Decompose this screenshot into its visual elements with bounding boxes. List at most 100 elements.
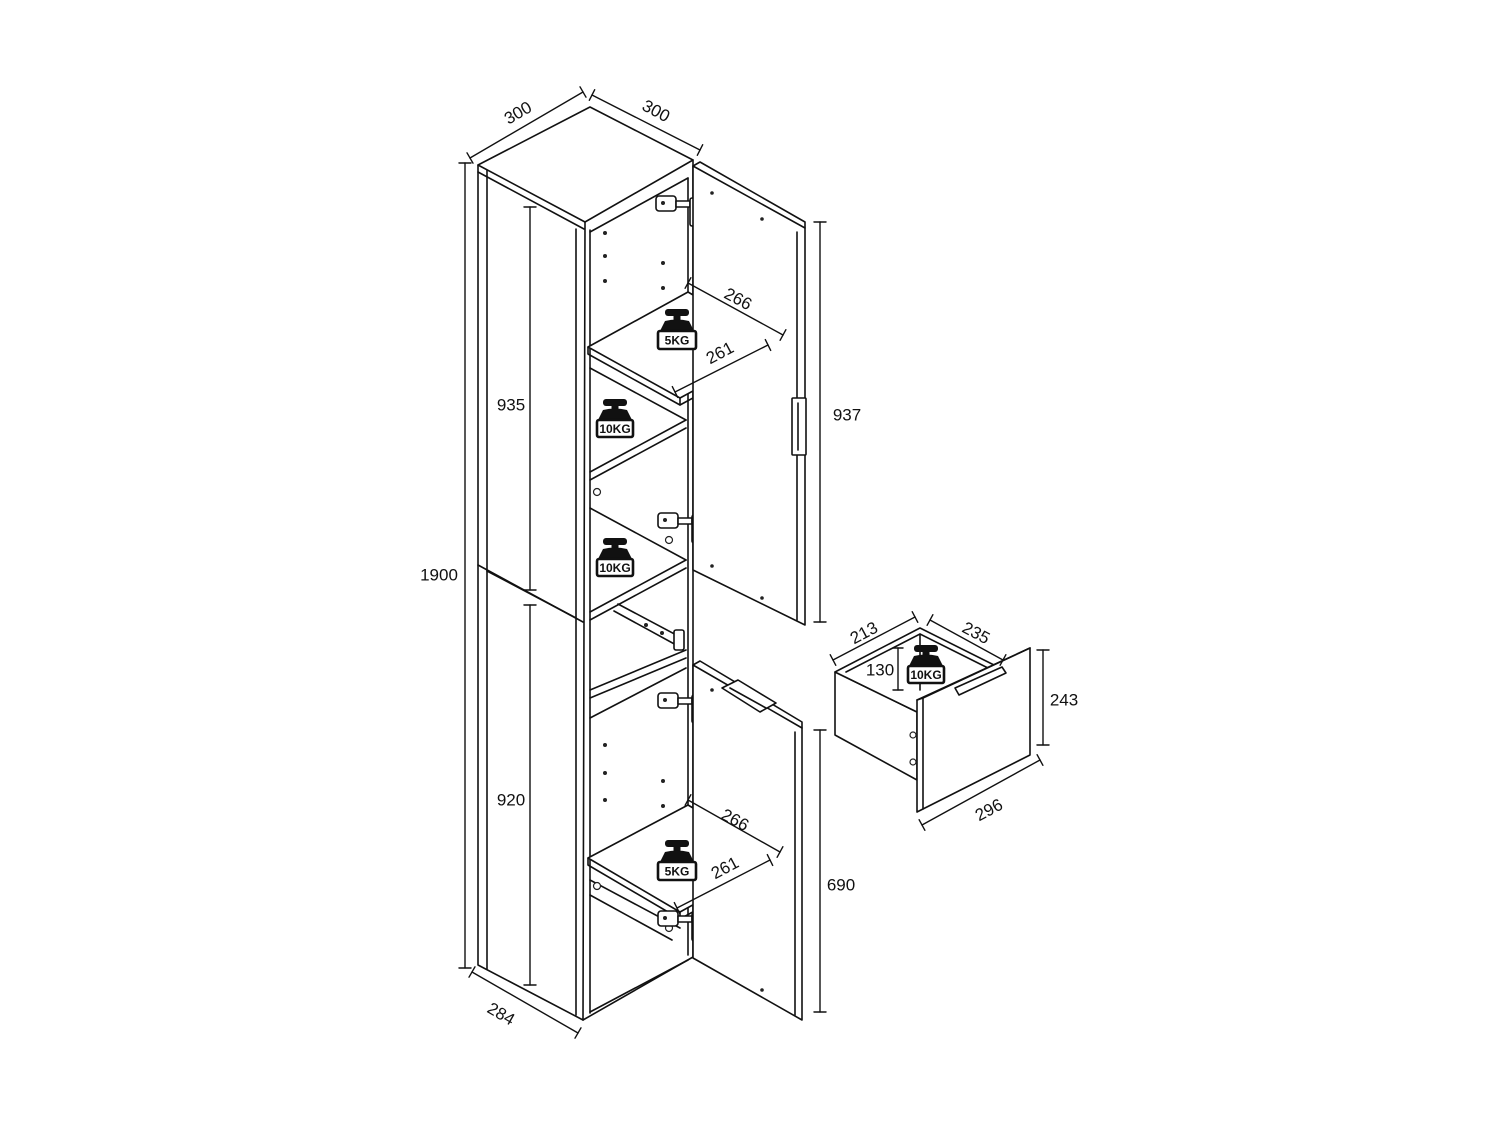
dim-line	[921, 759, 1041, 826]
compartment-line	[589, 367, 687, 421]
dim-tick	[1036, 754, 1044, 766]
dim-drawer-front-height	[1036, 649, 1050, 746]
weight-body	[660, 319, 694, 331]
label-drawer-front-width: 296	[972, 795, 1006, 825]
fixed-shelf-edge	[589, 559, 687, 613]
dim-tick	[911, 611, 919, 623]
weight-label: 10KG	[910, 668, 941, 682]
fixed-shelf-edge	[589, 657, 687, 699]
weight-label: 10KG	[599, 422, 630, 436]
dim-tick	[999, 654, 1007, 666]
hinge-cup	[657, 512, 679, 529]
dim-tick	[766, 853, 774, 867]
handle-bar	[791, 397, 807, 456]
weight-handle	[603, 399, 627, 406]
handle-inner	[729, 687, 767, 709]
weight-label: 5KG	[665, 334, 690, 348]
fixed-shelf-edge	[589, 419, 687, 473]
shelf-pin-holes	[592, 231, 674, 933]
weight-handle	[665, 840, 689, 847]
weight-handle	[914, 645, 938, 652]
pin-hole	[603, 231, 607, 235]
dim-line	[676, 859, 771, 909]
door-screw	[760, 596, 764, 600]
fixed-shelf-edge	[589, 427, 687, 481]
dim-tick	[684, 277, 692, 289]
pin-hole	[661, 804, 665, 808]
weight-icon: 10KG	[906, 645, 946, 685]
lower-door-handle	[721, 679, 777, 713]
dim-line	[687, 799, 781, 853]
door-screw	[710, 191, 714, 195]
door-screw	[760, 988, 764, 992]
drawer-dowel-hole	[909, 758, 917, 766]
dim-upper-shelf-depth	[684, 277, 787, 341]
dim-tick	[684, 794, 692, 806]
label-lower-door: 690	[827, 876, 855, 895]
label-bottom-depth: 284	[484, 999, 518, 1030]
hinge-arm	[675, 200, 691, 208]
top-panel-underside	[589, 177, 689, 233]
handle-bar	[721, 679, 777, 713]
weight-label: 10KG	[599, 561, 630, 575]
handle-bar	[954, 666, 1007, 696]
fixed-shelf-edge	[589, 649, 687, 691]
dim-drawer-width	[926, 614, 1007, 666]
pin-hole	[661, 779, 665, 783]
label-drawer-front-height: 243	[1050, 691, 1078, 710]
weight-neck	[673, 315, 681, 322]
dim-line	[832, 616, 916, 661]
dowel-hole	[664, 535, 674, 545]
drawer-front-top-edge	[916, 647, 1031, 701]
weight-label-box	[656, 860, 698, 882]
weight-label-box	[595, 557, 635, 578]
weight-label-box	[595, 418, 635, 439]
hinge-cup	[657, 910, 679, 927]
weight-label: 5KG	[665, 865, 690, 879]
dowel-hole	[592, 487, 602, 497]
weight-handle	[603, 538, 627, 545]
door-screw	[710, 688, 714, 692]
dim-tick	[779, 329, 787, 341]
upper-door-top-edge	[692, 161, 806, 229]
dim-tick	[671, 385, 679, 399]
hinge-arm	[677, 697, 693, 705]
dim-top-right	[588, 88, 704, 157]
weight-neck	[922, 651, 930, 657]
dim-tick	[468, 966, 476, 978]
left-side-panel-outline	[477, 164, 586, 1021]
dim-tick	[466, 152, 474, 164]
dim-tick	[696, 143, 704, 157]
dim-tick	[829, 654, 837, 666]
dim-tick	[574, 1027, 582, 1039]
door-screw	[760, 217, 764, 221]
label-drawer-inner-height: 130	[866, 661, 894, 680]
label-drawer-width: 235	[959, 618, 993, 648]
weight-body	[660, 850, 694, 862]
dim-tick	[764, 338, 772, 352]
dim-tick	[926, 614, 934, 626]
pin-hole	[603, 771, 607, 775]
dim-lower-door	[813, 729, 827, 1013]
slide-screw	[660, 631, 664, 635]
hinge-screw	[661, 201, 665, 205]
drawer-slide-icon	[613, 603, 685, 651]
label-lower-side: 920	[497, 791, 525, 810]
compartment-line	[589, 507, 687, 561]
dim-drawer-inner-height	[892, 647, 904, 691]
upper-door-panel	[692, 165, 806, 626]
dim-line	[471, 971, 579, 1034]
weight-icon: 5KG	[656, 309, 698, 351]
dim-lower-side	[523, 604, 537, 986]
fixed-shelf-edge	[589, 567, 687, 621]
weight-neck	[611, 544, 619, 550]
weight-icon: 10KG	[595, 399, 635, 439]
upper-door-handle	[791, 397, 807, 456]
dim-line	[591, 94, 701, 151]
weight-icon: 10KG	[595, 538, 635, 578]
label-upper-door: 937	[833, 406, 861, 425]
weight-body	[909, 654, 943, 666]
dim-tick	[776, 846, 784, 858]
dim-drawer-front-width	[918, 754, 1044, 831]
